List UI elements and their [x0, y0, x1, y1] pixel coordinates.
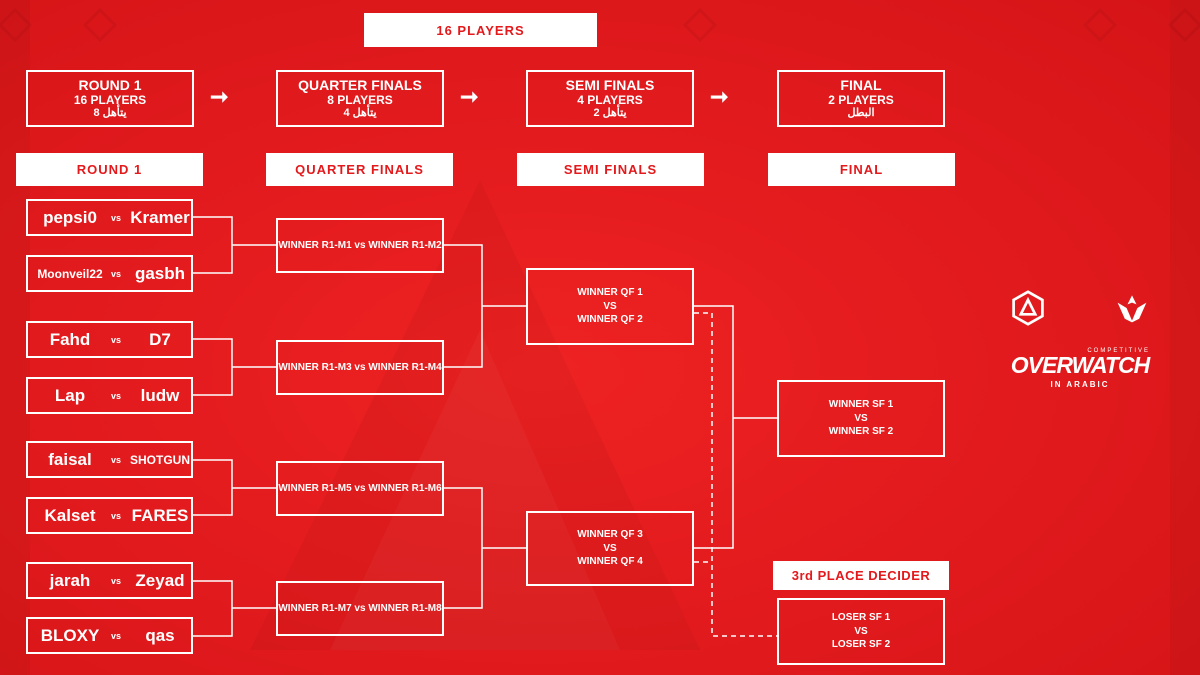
quarter-final-match: WINNER R1-M5 vs WINNER R1-M6	[276, 461, 444, 516]
third-place-match: LOSER SF 1 VS LOSER SF 2	[777, 598, 945, 665]
stage-players: 16 PLAYERS	[73, 92, 147, 107]
vs-label: vs	[110, 268, 121, 279]
player-1: pepsi0	[43, 207, 97, 227]
stage-note: البطل	[847, 106, 875, 119]
stage-title: ROUND 1	[78, 77, 142, 94]
competitor-b: WINNER SF 2	[828, 426, 894, 438]
stage-note: يتأهل 2	[593, 106, 627, 119]
vs-label: vs	[110, 390, 121, 401]
player-2: Kramer	[130, 207, 190, 227]
competitive-emblem-icon	[1117, 295, 1147, 323]
arrow-right-icon: ➞	[710, 84, 729, 109]
round1-match: faisal vs SHOTGUN	[26, 441, 193, 478]
vs-label: VS	[603, 542, 617, 554]
player-1: faisal	[48, 449, 92, 469]
stage-title: QUARTER FINALS	[298, 77, 422, 94]
round1-match: Kalset vs FARES	[26, 497, 193, 534]
stage-note: يتأهل 4	[343, 106, 377, 119]
stage-players: 8 PLAYERS	[327, 92, 393, 107]
player-2: qas	[145, 625, 175, 645]
player-2: D7	[149, 329, 171, 349]
arrow-right-icon: ➞	[210, 84, 229, 109]
column-header-round1: ROUND 1	[16, 153, 203, 186]
logo-subtitle: IN ARABIC	[1050, 380, 1110, 389]
vs-label: vs	[110, 510, 121, 521]
round1-match: Moonveil22 vs gasbh	[26, 255, 193, 292]
quarter-final-match: WINNER R1-M7 vs WINNER R1-M8	[276, 581, 444, 636]
player-2: gasbh	[134, 263, 186, 283]
stage-players: 4 PLAYERS	[577, 92, 643, 107]
player-count-banner: 16 PLAYERS	[364, 13, 597, 47]
semi-final-match: WINNER QF 3 VS WINNER QF 4	[526, 511, 694, 586]
stage-round1: ROUND 1 16 PLAYERS يتأهل 8	[26, 70, 194, 127]
player-2: FARES	[131, 505, 189, 525]
stage-semi-finals: SEMI FINALS 4 PLAYERS يتأهل 2	[526, 70, 694, 127]
player-1: Moonveil22	[37, 266, 103, 281]
vs-label: VS	[854, 625, 868, 637]
player-1: BLOXY	[40, 625, 100, 645]
logo-competitive: COMPETITIVE	[1087, 348, 1150, 354]
column-header-semi-finals: SEMI FINALS	[517, 153, 704, 186]
column-header-quarter-finals: QUARTER FINALS	[266, 153, 453, 186]
vs-label: vs	[110, 630, 121, 641]
round1-match: Fahd vs D7	[26, 321, 193, 358]
player-1: Lap	[54, 385, 86, 405]
final-match: WINNER SF 1 VS WINNER SF 2	[777, 380, 945, 457]
quarter-final-match: WINNER R1-M3 vs WINNER R1-M4	[276, 340, 444, 395]
vs-label: vs	[110, 575, 121, 586]
third-place-header: 3rd PLACE DECIDER	[773, 561, 949, 590]
competitor-a: WINNER QF 3	[577, 529, 643, 541]
vs-label: vs	[110, 212, 121, 223]
player-2: SHOTGUN	[130, 452, 190, 467]
logo-title: OVERWATCH	[1010, 352, 1150, 378]
competitor-b: WINNER QF 2	[577, 314, 643, 326]
competitor-a: WINNER QF 1	[577, 287, 643, 299]
round1-match: pepsi0 vs Kramer	[26, 199, 193, 236]
player-1: Kalset	[44, 505, 96, 525]
competitor-a: LOSER SF 1	[831, 612, 891, 624]
player-2: ludw	[140, 385, 180, 405]
player-2: Zeyad	[135, 570, 185, 590]
quarter-final-match: WINNER R1-M1 vs WINNER R1-M2	[276, 218, 444, 273]
stage-note: يتأهل 8	[93, 106, 127, 119]
competitor-b: WINNER QF 4	[577, 556, 643, 568]
vs-label: VS	[603, 300, 617, 312]
player-1: jarah	[49, 570, 91, 590]
round1-match: Lap vs ludw	[26, 377, 193, 414]
semi-final-match: WINNER QF 1 VS WINNER QF 2	[526, 268, 694, 345]
column-header-final: FINAL	[768, 153, 955, 186]
overwatch-arabic-logo: COMPETITIVE OVERWATCH IN ARABIC	[990, 290, 1170, 400]
stage-players: 2 PLAYERS	[828, 92, 894, 107]
stage-title: FINAL	[840, 77, 882, 94]
stage-title: SEMI FINALS	[565, 77, 655, 94]
competitor-a: WINNER SF 1	[828, 399, 894, 411]
vs-label: vs	[110, 454, 121, 465]
stage-quarter-finals: QUARTER FINALS 8 PLAYERS يتأهل 4	[276, 70, 444, 127]
round1-match: jarah vs Zeyad	[26, 562, 193, 599]
vs-label: vs	[110, 334, 121, 345]
vs-label: VS	[854, 412, 868, 424]
player-1: Fahd	[49, 329, 91, 349]
competitor-b: LOSER SF 2	[831, 639, 891, 651]
arrow-right-icon: ➞	[460, 84, 479, 109]
organizer-logo-icon	[1012, 290, 1044, 326]
stage-final: FINAL 2 PLAYERS البطل	[777, 70, 945, 127]
round1-match: BLOXY vs qas	[26, 617, 193, 654]
